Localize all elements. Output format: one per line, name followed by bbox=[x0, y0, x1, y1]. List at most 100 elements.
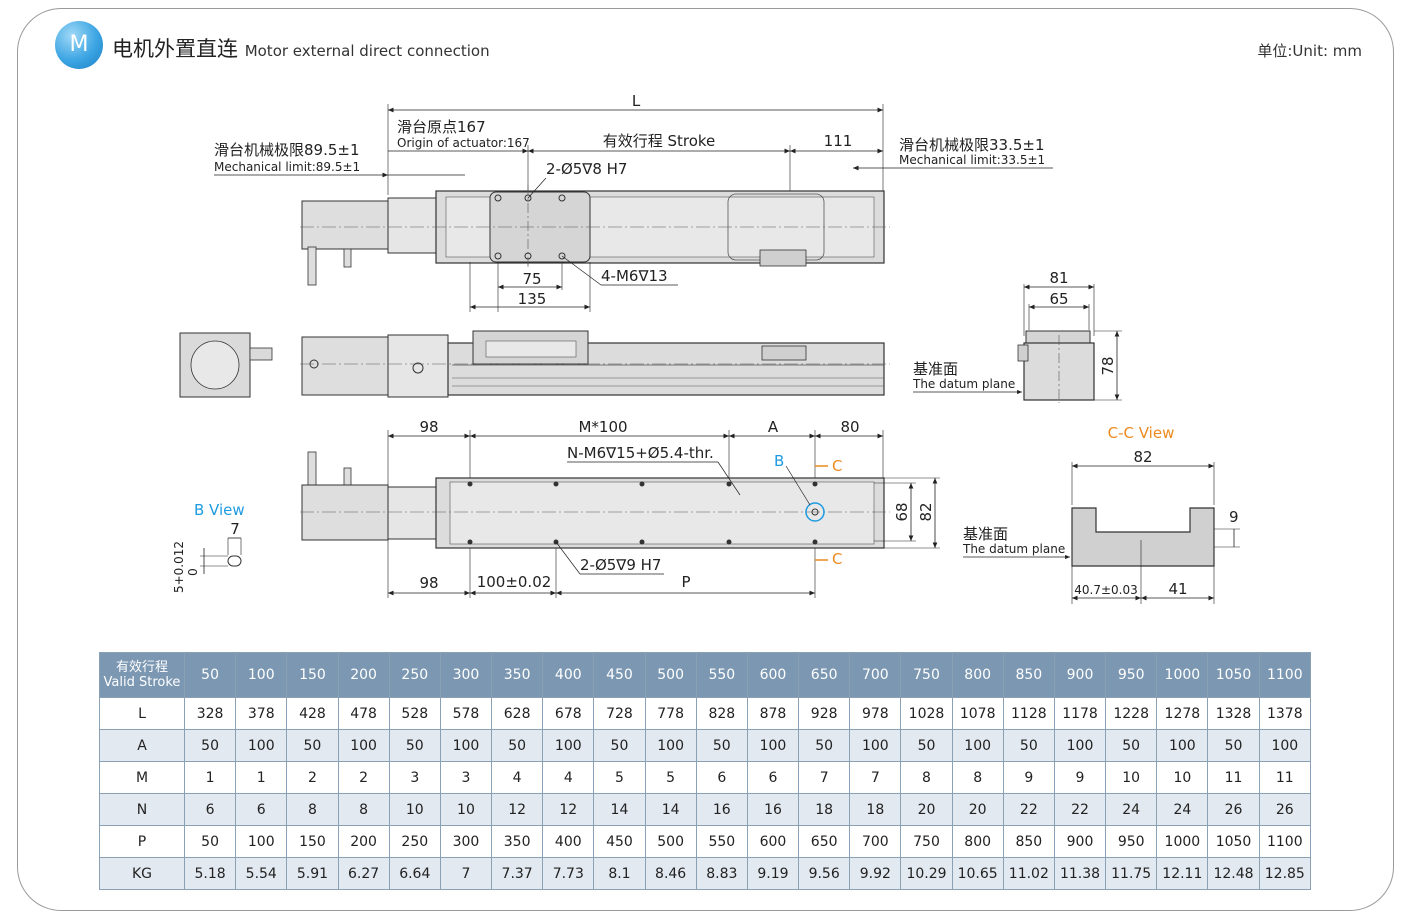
datum-en-1: The datum plane bbox=[912, 377, 1015, 391]
table-cell: 5.54 bbox=[235, 857, 288, 890]
dim-7: 7 bbox=[230, 520, 240, 538]
table-cell: 978 bbox=[849, 697, 902, 730]
table-cell: 50 bbox=[900, 729, 953, 762]
table-cell: 6 bbox=[235, 793, 288, 826]
stroke-header-cell: 1100 bbox=[1258, 652, 1312, 698]
table-cell: 550 bbox=[695, 825, 748, 858]
stroke-header-cell: 450 bbox=[593, 652, 646, 698]
table-cell: 7.37 bbox=[491, 857, 544, 890]
table-cell: 100 bbox=[439, 729, 493, 762]
table-cell: 50 bbox=[593, 729, 646, 762]
stroke-label: 有效行程 Stroke bbox=[603, 132, 716, 150]
stroke-header-cell: 150 bbox=[286, 652, 339, 698]
row-label: M bbox=[99, 761, 185, 794]
table-cell: 16 bbox=[746, 793, 800, 826]
dim-68: 68 bbox=[893, 502, 911, 521]
dim-100: 100±0.02 bbox=[477, 573, 552, 591]
bottom-view: 98 M*100 A 80 N-M6∇15+Ø5.4-thr. B bbox=[300, 418, 940, 598]
table-cell: 828 bbox=[695, 697, 748, 730]
table-cell: 50 bbox=[491, 729, 544, 762]
table-cell: 10 bbox=[1156, 761, 1209, 794]
table-cell: 24 bbox=[1156, 793, 1209, 826]
table-cell: 600 bbox=[746, 825, 800, 858]
table-cell: 7 bbox=[798, 761, 851, 794]
table-cell: 10 bbox=[439, 793, 493, 826]
dim-65: 65 bbox=[1049, 290, 1068, 308]
table-cell: 8 bbox=[337, 793, 390, 826]
label-B: B bbox=[774, 452, 784, 470]
table-cell: 3 bbox=[388, 761, 441, 794]
table-cell: 428 bbox=[286, 697, 339, 730]
table-cell: 50 bbox=[1105, 729, 1158, 762]
dim-75: 75 bbox=[522, 270, 541, 288]
dim-A: A bbox=[768, 418, 779, 436]
table-cell: 12.85 bbox=[1258, 857, 1312, 890]
table-cell: 678 bbox=[542, 697, 595, 730]
table-cell: 900 bbox=[1053, 825, 1107, 858]
dim-82-cc: 82 bbox=[1133, 448, 1152, 466]
table-cell: 4 bbox=[542, 761, 595, 794]
table-cell: 20 bbox=[951, 793, 1004, 826]
datum-en-2: The datum plane bbox=[962, 542, 1065, 556]
table-cell: 14 bbox=[644, 793, 697, 826]
table-cell: 24 bbox=[1105, 793, 1158, 826]
table-cell: 5.91 bbox=[286, 857, 339, 890]
page-frame bbox=[17, 8, 1394, 911]
stroke-header-cell: 1000 bbox=[1156, 652, 1209, 698]
table-cell: 14 bbox=[593, 793, 646, 826]
table-cell: 100 bbox=[746, 729, 800, 762]
dim-P: P bbox=[681, 573, 690, 591]
stroke-header-cell: 250 bbox=[388, 652, 441, 698]
stroke-header-cell: 50 bbox=[183, 652, 237, 698]
table-cell: 50 bbox=[286, 729, 339, 762]
dim-L: L bbox=[632, 92, 641, 110]
mech-left-cn: 滑台机械极限89.5±1 bbox=[214, 141, 360, 159]
table-cell: 10.65 bbox=[951, 857, 1004, 890]
table-cell: 1228 bbox=[1105, 697, 1158, 730]
pin-top-label: 2-Ø5∇8 H7 bbox=[546, 160, 627, 178]
table-cell: 100 bbox=[644, 729, 697, 762]
dim-9: 9 bbox=[1229, 508, 1239, 526]
nm6-label: N-M6∇15+Ø5.4-thr. bbox=[567, 444, 714, 462]
table-cell: 250 bbox=[388, 825, 441, 858]
table-cell: 50 bbox=[183, 825, 237, 858]
stroke-header-cell: 650 bbox=[798, 652, 851, 698]
table-cell: 1 bbox=[235, 761, 288, 794]
table-cell: 100 bbox=[337, 729, 390, 762]
page-title: 电机外置直连 Motor external direct connection bbox=[112, 33, 490, 63]
table-cell: 150 bbox=[286, 825, 339, 858]
table-cell: 9.56 bbox=[798, 857, 851, 890]
table-cell: 12.11 bbox=[1156, 857, 1209, 890]
table-cell: 300 bbox=[439, 825, 493, 858]
table-cell: 1 bbox=[183, 761, 237, 794]
table-cell: 18 bbox=[798, 793, 851, 826]
table-cell: 700 bbox=[849, 825, 902, 858]
row-label: KG bbox=[99, 857, 185, 890]
stroke-header-cell: 950 bbox=[1105, 652, 1158, 698]
table-cell: 850 bbox=[1002, 825, 1055, 858]
table-cell: 9.19 bbox=[746, 857, 800, 890]
top-view: L 滑台原点167 Origin of actuator:167 有效行程 St… bbox=[214, 92, 1053, 312]
table-cell: 200 bbox=[337, 825, 390, 858]
cc-view-label: C-C View bbox=[1108, 424, 1175, 442]
datum-cn-2: 基准面 bbox=[963, 525, 1008, 543]
table-cell: 50 bbox=[1002, 729, 1055, 762]
table-cell: 100 bbox=[849, 729, 902, 762]
table-cell: 800 bbox=[951, 825, 1004, 858]
title-cn: 电机外置直连 bbox=[112, 37, 238, 61]
table-cell: 1028 bbox=[900, 697, 953, 730]
table-cell: 10.29 bbox=[900, 857, 953, 890]
m6-13-label: 4-M6∇13 bbox=[601, 267, 668, 285]
dim-111: 111 bbox=[824, 132, 853, 150]
table-cell: 12 bbox=[542, 793, 595, 826]
stroke-header-cell: 200 bbox=[337, 652, 390, 698]
stroke-header-cell: 550 bbox=[695, 652, 748, 698]
table-cell: 500 bbox=[644, 825, 697, 858]
table-cell: 8.1 bbox=[593, 857, 646, 890]
table-cell: 6 bbox=[695, 761, 748, 794]
table-cell: 1178 bbox=[1053, 697, 1107, 730]
table-cell: 578 bbox=[439, 697, 493, 730]
table-cell: 8 bbox=[951, 761, 1004, 794]
